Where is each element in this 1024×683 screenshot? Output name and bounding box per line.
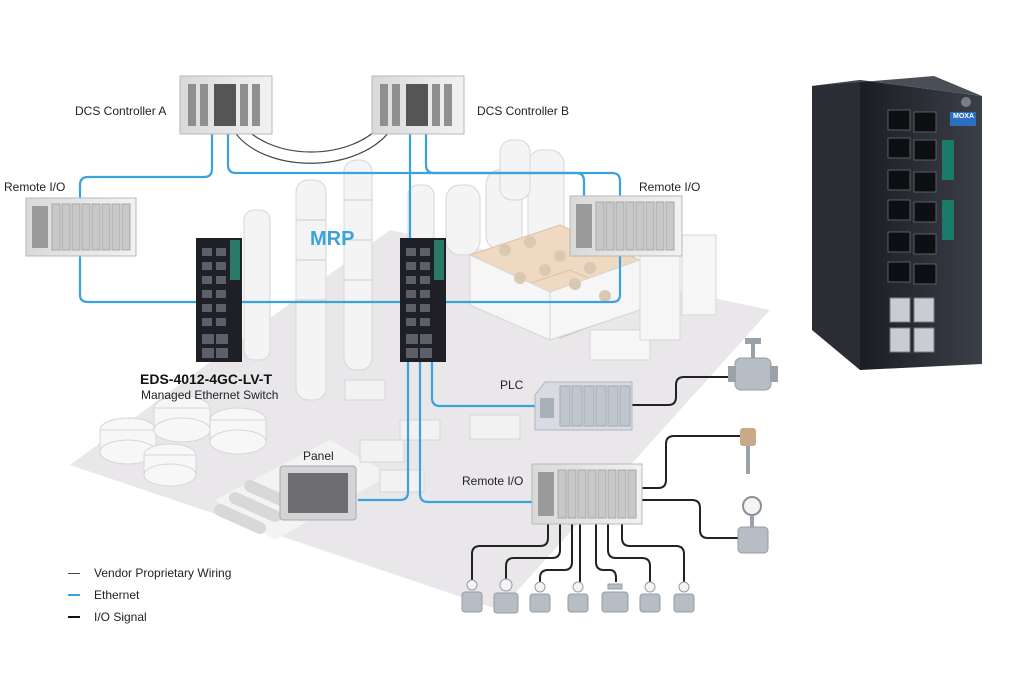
legend-item-io-signal: I/O Signal [68,606,231,628]
legend-text: Ethernet [94,588,140,602]
remote-io-left-label: Remote I/O [4,180,66,194]
legend-item-proprietary: Vendor Proprietary Wiring [68,562,231,584]
switch-description-label: Managed Ethernet Switch [141,388,279,402]
valve-icon [728,338,778,391]
switch-model-label: EDS-4012-4GC-LV-T [140,371,272,387]
remote-io-right-device[interactable] [569,195,683,257]
dcs-controller-b[interactable] [371,75,465,135]
remote-io-bottom-label: Remote I/O [462,474,524,488]
dcs-controller-a[interactable] [179,75,273,135]
legend-text: Vendor Proprietary Wiring [94,566,232,580]
legend-text: I/O Signal [94,610,147,624]
dcs-controller-a-label: DCS Controller A [75,104,167,118]
level-sensor-icon [740,428,756,474]
remote-io-left-device[interactable] [25,197,137,257]
switch-right[interactable] [400,238,446,362]
pressure-gauge-icon [737,496,769,554]
legend-line-proprietary [68,572,80,574]
io-signal-wiring [471,376,740,582]
product-brand-label: MOXA [953,113,974,120]
dcs-controller-b-label: DCS Controller B [477,104,570,118]
plc-device[interactable] [534,381,633,431]
legend-item-ethernet: Ethernet [68,584,231,606]
switch-left[interactable] [196,238,242,362]
ethernet-links [78,134,622,504]
field-transmitters [461,578,695,614]
remote-io-bottom-device[interactable] [531,463,643,525]
plc-label: PLC [500,378,524,392]
legend-line-ethernet [68,594,80,596]
legend-line-io-signal [68,616,80,618]
mrp-label: MRP [310,228,355,250]
panel-device[interactable] [279,465,357,521]
panel-label: Panel [303,449,334,463]
remote-io-right-label: Remote I/O [639,180,701,194]
product-switch-render [812,76,982,370]
legend: Vendor Proprietary Wiring Ethernet I/O S… [68,562,231,628]
